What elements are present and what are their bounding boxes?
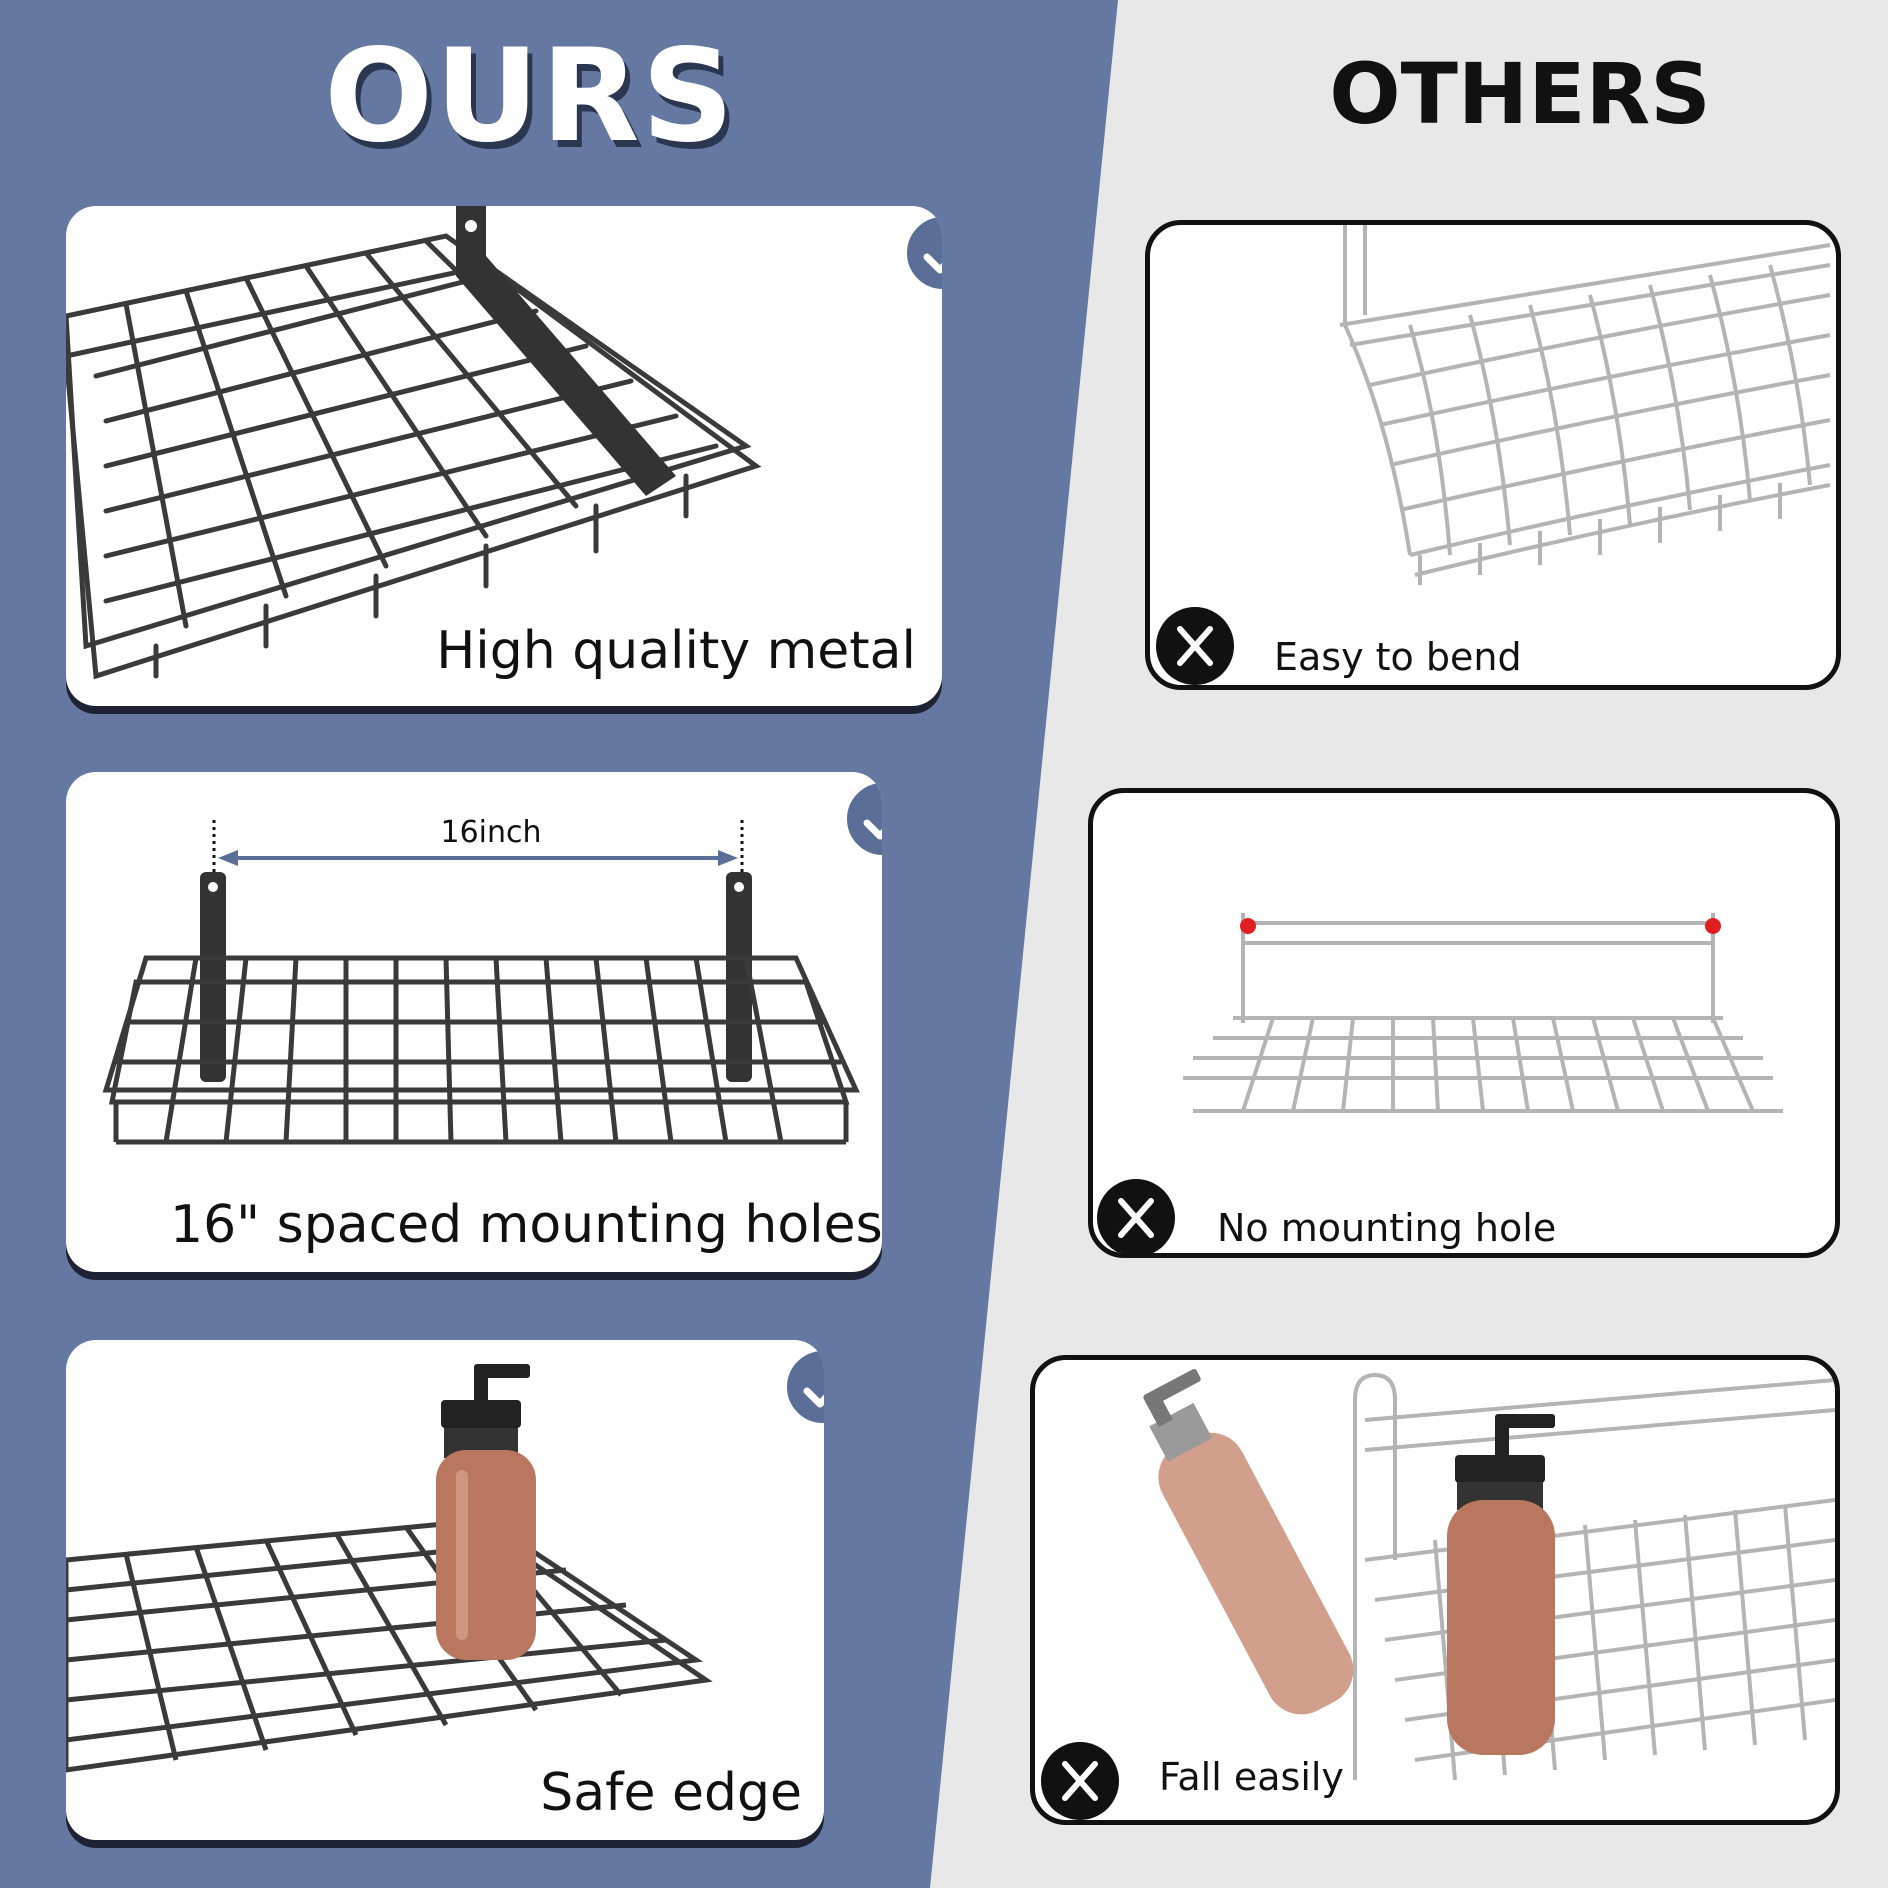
no-hole-shelf-illustration: No mounting hole bbox=[1183, 913, 1783, 1250]
x-icon bbox=[1041, 1742, 1119, 1820]
others-card-fall-easily: Fall easily bbox=[1030, 1355, 1840, 1825]
falling-bottle-illustration: Fall easily bbox=[1143, 1368, 1835, 1799]
ours-card-3-label: Safe edge bbox=[540, 1763, 802, 1823]
others-card-easy-to-bend: Easy to bend bbox=[1145, 220, 1841, 690]
check-icon bbox=[904, 214, 942, 292]
others-card-1-label: Easy to bend bbox=[1274, 635, 1522, 679]
ours-title: OURS bbox=[324, 22, 736, 171]
ours-card-1-label: High quality metal bbox=[436, 621, 916, 681]
x-icon bbox=[1156, 607, 1234, 685]
ours-card-safe-edge: Safe edge bbox=[66, 1340, 824, 1840]
dimension-label: 16inch bbox=[440, 815, 541, 850]
ours-card-high-quality-metal: High quality metal bbox=[66, 206, 942, 706]
check-icon bbox=[844, 780, 882, 858]
others-card-3-label: Fall easily bbox=[1159, 1755, 1344, 1799]
ours-card-mounting-holes: 16inch 16" spaced mounting holes bbox=[66, 772, 882, 1272]
sturdy-shelf-illustration: High quality metal bbox=[66, 206, 916, 681]
mounting-shelf-illustration: 16inch 16" spaced mounting holes bbox=[102, 815, 882, 1255]
others-title: OTHERS bbox=[1329, 45, 1711, 143]
ours-card-2-label: 16" spaced mounting holes bbox=[170, 1195, 882, 1255]
check-icon bbox=[784, 1348, 824, 1426]
others-card-2-label: No mounting hole bbox=[1217, 1206, 1556, 1250]
x-icon bbox=[1097, 1179, 1175, 1253]
bent-shelf-illustration: Easy to bend bbox=[1274, 225, 1831, 679]
safe-edge-shelf-illustration: Safe edge bbox=[66, 1364, 802, 1823]
others-card-no-mounting-hole: No mounting hole bbox=[1088, 788, 1840, 1258]
